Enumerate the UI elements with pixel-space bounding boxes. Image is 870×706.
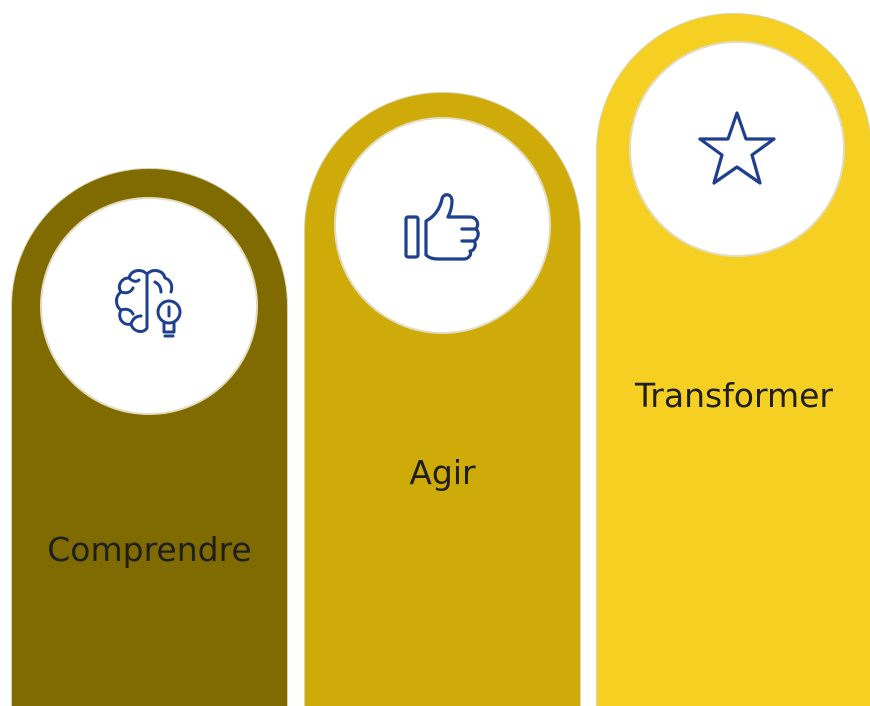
step-label-agir: Agir <box>409 453 476 492</box>
brain-lightbulb-icon <box>103 260 195 352</box>
thumbs-up-icon <box>400 183 486 269</box>
step-label-comprendre: Comprendre <box>47 530 252 569</box>
icon-circle-agir <box>334 117 551 334</box>
icon-circle-comprendre <box>40 197 258 415</box>
step-label-transformer: Transformer <box>634 376 834 415</box>
icon-circle-transformer <box>629 41 845 257</box>
star-icon <box>695 107 779 191</box>
